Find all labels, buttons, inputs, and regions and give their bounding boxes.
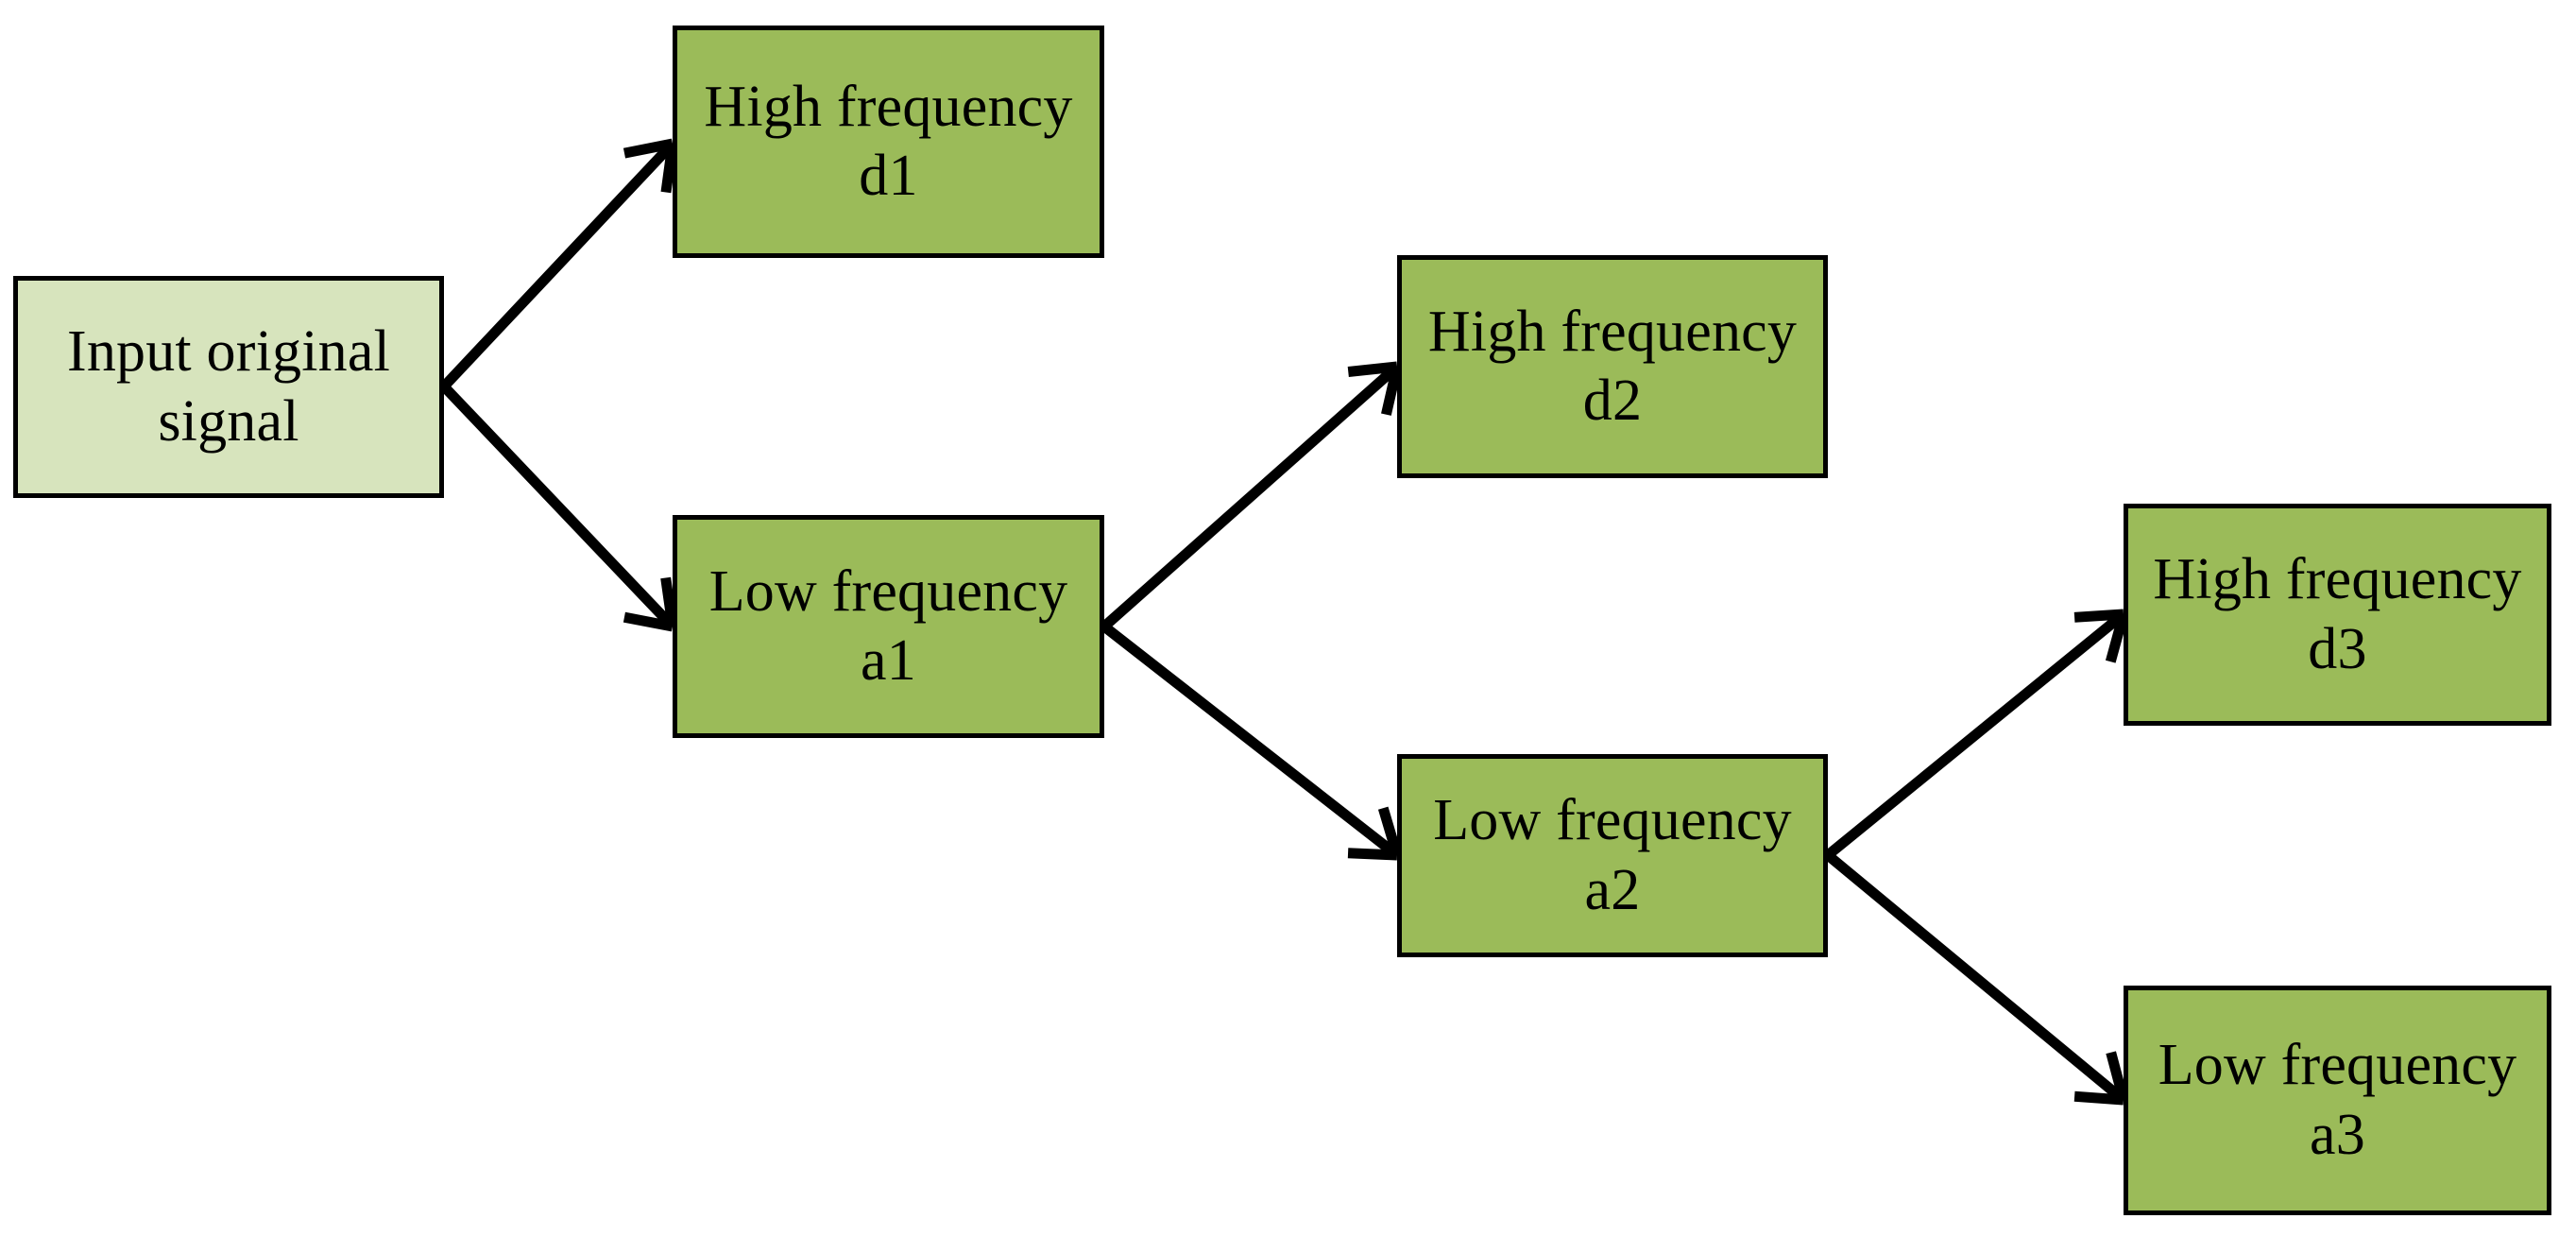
node-high-frequency-d3[interactable]: High frequency d3: [2124, 504, 2551, 726]
edge-input-to-d1-arrowhead-icon: [660, 143, 678, 194]
edge-a2-to-d3-arrowhead-icon: [2105, 612, 2129, 663]
edge-a1-to-d2-arrowhead-icon: [1381, 365, 1403, 416]
node-low-frequency-a2[interactable]: Low frequency a2: [1397, 754, 1828, 957]
edge-a2-to-d3: [1824, 609, 2127, 860]
edge-a1-to-d2-arrowhead-icon: [1347, 361, 1398, 377]
edge-input-to-d1: [439, 140, 677, 390]
node-high-frequency-d2[interactable]: High frequency d2: [1397, 255, 1828, 478]
node-label: Low frequency a3: [2158, 1033, 2517, 1167]
edge-a2-to-d3-arrowhead-icon: [2073, 609, 2124, 623]
edge-a2-to-a3-arrowhead-icon: [2106, 1051, 2129, 1102]
node-label: High frequency d3: [2153, 547, 2522, 681]
edge-input-to-a1: [440, 383, 676, 630]
node-label: Low frequency a1: [708, 558, 1068, 693]
edge-a2-to-a3: [1824, 850, 2127, 1105]
node-high-frequency-d1[interactable]: High frequency d1: [673, 26, 1104, 258]
node-label: Low frequency a2: [1433, 788, 1792, 922]
edge-a2-to-a3-arrowhead-icon: [2073, 1090, 2124, 1106]
node-low-frequency-a1[interactable]: Low frequency a1: [673, 515, 1104, 738]
node-low-frequency-a3[interactable]: Low frequency a3: [2124, 986, 2551, 1215]
edge-input-to-a1-arrowhead-icon: [660, 576, 678, 627]
edge-input-to-a1-arrowhead-icon: [623, 611, 674, 632]
node-input-original-signal[interactable]: Input original signal: [13, 276, 444, 498]
edge-input-to-d1-arrowhead-icon: [623, 138, 674, 159]
node-label: High frequency d2: [1427, 299, 1798, 433]
edge-a1-to-a2-arrowhead-icon: [1347, 848, 1398, 861]
node-label: Input original signal: [66, 319, 390, 454]
edge-a1-to-d2: [1100, 362, 1401, 631]
edge-a1-to-a2-arrowhead-icon: [1377, 806, 1403, 857]
edge-a1-to-a2: [1100, 622, 1401, 860]
node-label: High frequency d1: [704, 74, 1073, 208]
